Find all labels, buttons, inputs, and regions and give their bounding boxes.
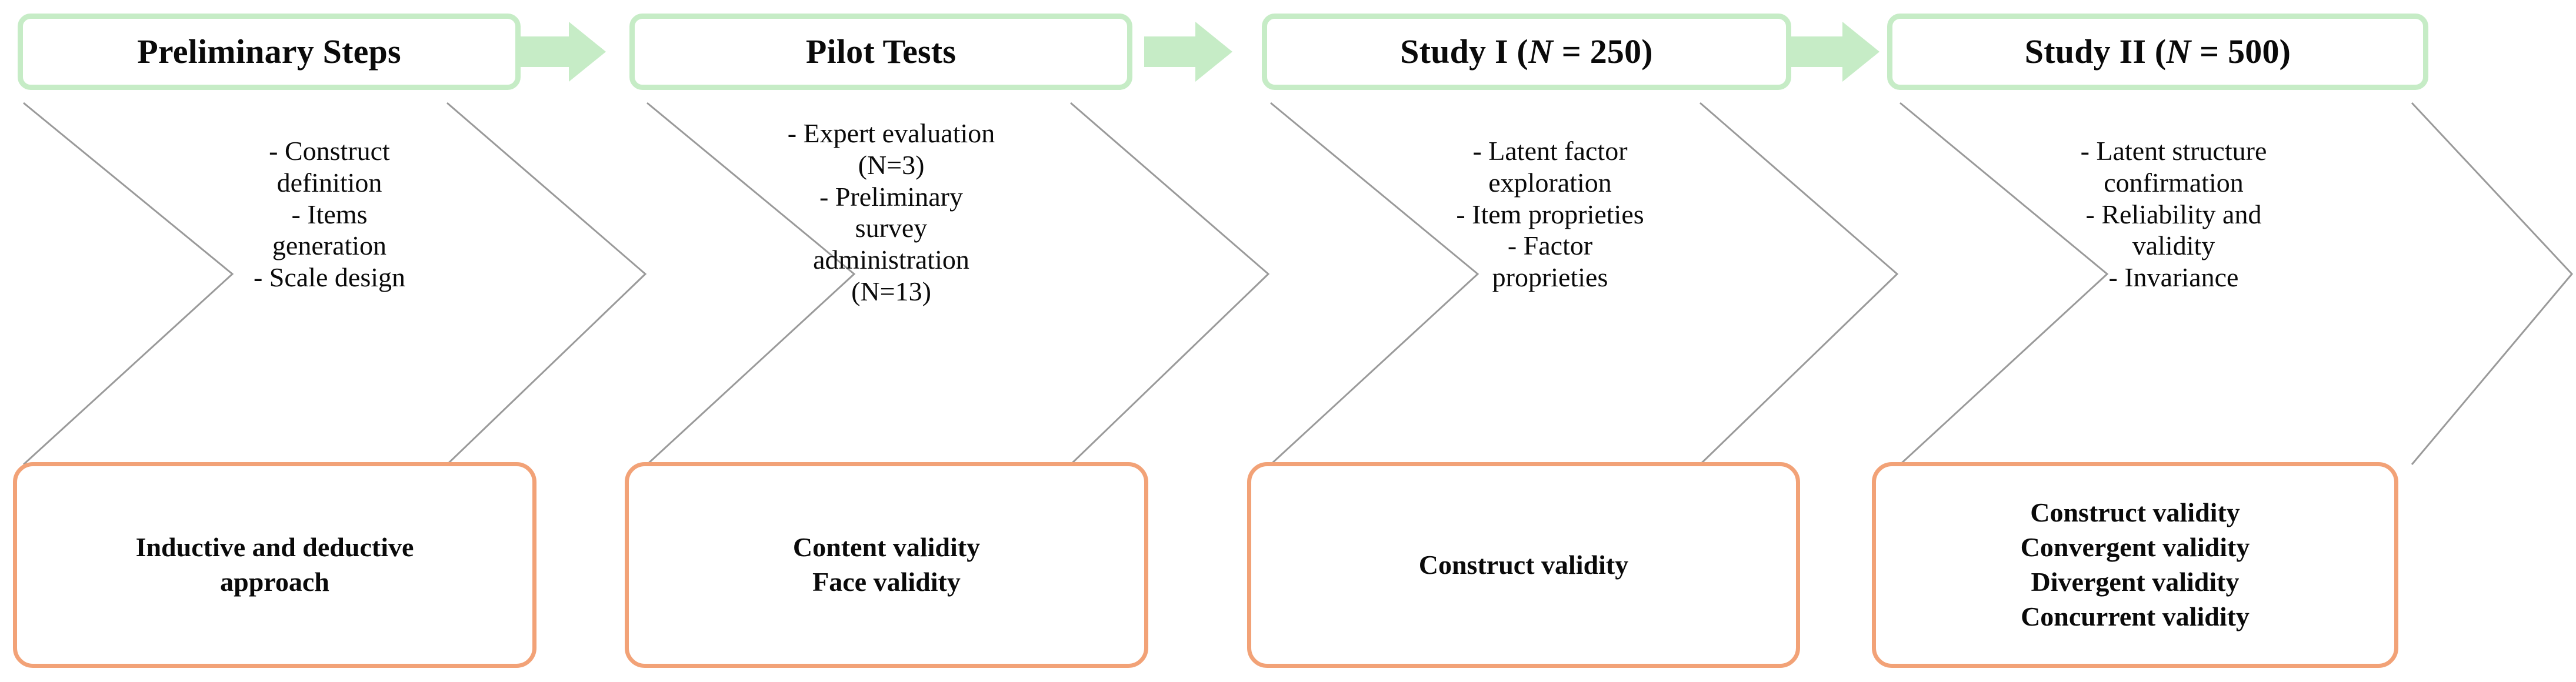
- stage-body-study-2: - Latent structure confirmation - Reliab…: [2021, 135, 2327, 293]
- footer-line: Divergent validity: [2031, 567, 2240, 597]
- stage-header-title-preliminary-steps: Preliminary Steps: [137, 34, 401, 70]
- body-line: - Reliability and: [2085, 199, 2262, 229]
- header-italic-n: N: [2166, 32, 2191, 71]
- stage-column-pilot-tests: Pilot Tests - Expert evaluation (N=3) - …: [624, 0, 1271, 682]
- body-line: - Scale design: [253, 262, 406, 293]
- header-suffix: = 250): [1553, 32, 1653, 71]
- chevron-outline-3-right: [1699, 102, 1899, 466]
- header-italic-n: N: [1528, 32, 1554, 71]
- footer-line: Inductive and deductive: [135, 532, 414, 563]
- footer-line: Construct validity: [2030, 497, 2240, 528]
- stage-footer-box-study-2[interactable]: Construct validity Convergent validity D…: [1872, 462, 2398, 668]
- stage-header-box-preliminary-steps[interactable]: Preliminary Steps: [18, 14, 521, 90]
- footer-line: approach: [220, 567, 329, 597]
- header-suffix: = 500): [2191, 32, 2291, 71]
- body-line: - Items: [291, 199, 368, 229]
- stage-header-box-study-2[interactable]: Study II (N = 500): [1887, 14, 2428, 90]
- header-prefix: Preliminary Steps: [137, 32, 401, 71]
- body-line: definition: [276, 167, 382, 198]
- body-line: exploration: [1488, 167, 1612, 198]
- stage-column-study-1: Study I (N = 250) - Latent factor explor…: [1247, 0, 1900, 682]
- arrow-1-to-2-icon: [518, 22, 606, 82]
- chevron-outline-1-right: [446, 102, 647, 466]
- stage-header-title-pilot-tests: Pilot Tests: [806, 34, 956, 70]
- header-prefix: Study II (: [2024, 32, 2167, 71]
- body-line: - Construct: [269, 136, 390, 166]
- chevron-outline-4: [1899, 102, 2109, 466]
- stage-footer-box-preliminary-steps[interactable]: Inductive and deductive approach: [13, 462, 536, 668]
- body-line: proprieties: [1492, 262, 1608, 293]
- body-line: - Preliminary: [819, 181, 963, 212]
- header-prefix: Pilot Tests: [805, 32, 957, 71]
- body-line: (N=3): [858, 149, 925, 180]
- footer-line: Convergent validity: [2020, 532, 2250, 563]
- stage-column-study-2: Study II (N = 500) - Latent structure co…: [1872, 0, 2576, 682]
- stage-header-box-study-1[interactable]: Study I (N = 250): [1262, 14, 1791, 90]
- stage-header-title-study-1: Study I (N = 250): [1400, 34, 1653, 70]
- body-line: - Expert evaluation: [787, 118, 995, 148]
- body-line: validity: [2132, 230, 2215, 261]
- body-line: (N=13): [851, 276, 931, 307]
- stage-body-preliminary-steps: - Construct definition - Items generatio…: [194, 135, 465, 293]
- footer-line: Concurrent validity: [2021, 601, 2250, 631]
- stage-body-study-1: - Latent factor exploration - Item propr…: [1403, 135, 1697, 293]
- body-line: confirmation: [2104, 167, 2244, 198]
- chevron-outline-2: [646, 102, 856, 466]
- stage-header-box-pilot-tests[interactable]: Pilot Tests: [629, 14, 1132, 90]
- chevron-outline-1: [22, 102, 234, 466]
- body-line: generation: [272, 230, 387, 261]
- body-line: - Factor: [1507, 230, 1593, 261]
- stage-body-pilot-tests: - Expert evaluation (N=3) - Preliminary …: [744, 118, 1038, 307]
- chevron-outline-3: [1269, 102, 1479, 466]
- body-line: - Item proprieties: [1456, 199, 1644, 229]
- body-line: - Latent factor: [1472, 136, 1628, 166]
- arrow-2-to-3-icon: [1144, 22, 1232, 82]
- header-prefix: Study I (: [1400, 32, 1528, 71]
- body-line: - Latent structure: [2080, 136, 2267, 166]
- body-line: administration: [813, 245, 969, 275]
- body-line: survey: [855, 213, 928, 243]
- footer-line: Face validity: [812, 567, 961, 597]
- stage-column-preliminary-steps: Preliminary Steps - Construct definition…: [0, 0, 647, 682]
- body-line: - Invariance: [2108, 262, 2239, 293]
- chevron-outline-4-right: [2411, 102, 2574, 465]
- stage-header-title-study-2: Study II (N = 500): [2025, 34, 2291, 70]
- chevron-outline-2-right: [1069, 102, 1270, 466]
- footer-line: Content validity: [792, 532, 981, 563]
- arrow-3-to-4-icon: [1791, 22, 1879, 82]
- stage-footer-box-study-1[interactable]: Construct validity: [1247, 462, 1800, 668]
- footer-line: Construct validity: [1418, 549, 1629, 580]
- stage-footer-box-pilot-tests[interactable]: Content validity Face validity: [625, 462, 1148, 668]
